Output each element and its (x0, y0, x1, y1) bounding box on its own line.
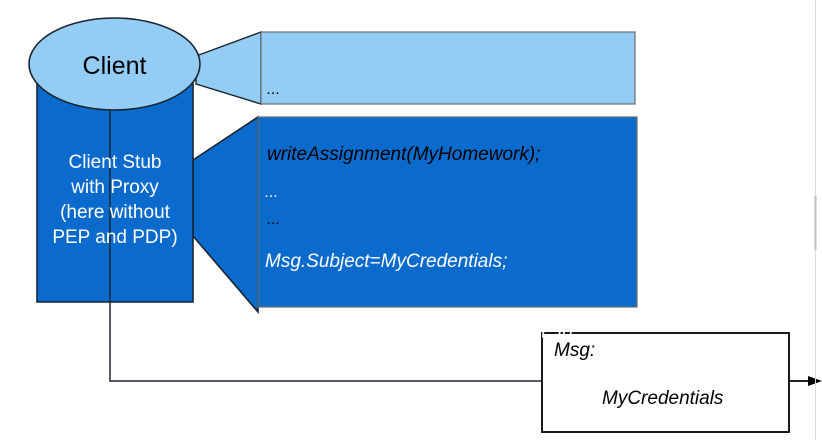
stub-code-line-2: Msg.Subject=MyCredentials; (265, 251, 508, 272)
client-code-callout-text: ... writeAssignment(MyHomework); ... (267, 36, 627, 274)
client-code-line-3: ... (267, 211, 281, 228)
message-connector-line (109, 302, 542, 382)
stub-code-line-3: Msg.Method_Id=writeAssignment_Id; (265, 322, 579, 343)
client-ellipse (28, 17, 201, 111)
stub-code-line-1: ... (265, 184, 279, 201)
stub-code-line-4: Msg.Params= MyHomework; (265, 393, 510, 414)
client-code-line-2: writeAssignment(MyHomework); (267, 144, 541, 165)
client-code-line-1: ... (267, 81, 281, 98)
callout-box-client-code (260, 31, 636, 105)
callout-tail-stub (192, 115, 259, 315)
callout-tail-client (195, 30, 262, 105)
message-box (541, 332, 790, 433)
callout-box-stub-code (257, 116, 638, 308)
message-box-fields: MyCredentials writeAssignment_Id MyHomew… (602, 340, 768, 440)
message-field-subject: MyCredentials (602, 388, 724, 409)
stub-code-callout-text: ... Msg.Subject=MyCredentials; Msg.Metho… (265, 138, 633, 440)
